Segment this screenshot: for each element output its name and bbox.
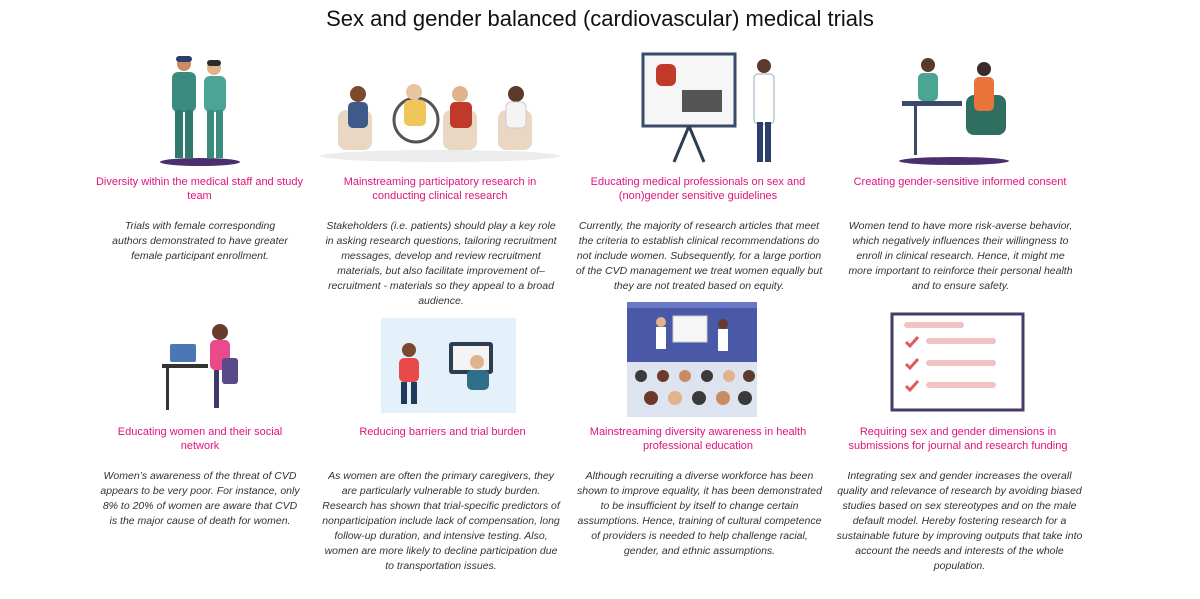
- item-heading: Reducing barriers and trial burden: [359, 426, 526, 438]
- checklist-illustration: [890, 312, 1025, 412]
- item-heading: Requiring sex and gender dimensions in s…: [848, 426, 1068, 452]
- item-heading: Creating gender-sensitive informed conse…: [853, 176, 1067, 188]
- item-text: Integrating sex and gender increases the…: [836, 470, 1083, 572]
- item-heading: Mainstreaming diversity awareness in hea…: [589, 426, 807, 452]
- item-heading: Mainstreaming participatory research in …: [343, 176, 537, 202]
- item-heading: Diversity within the medical staff and s…: [95, 176, 304, 202]
- lecture-audience-illustration: [627, 302, 757, 417]
- item-text: As women are often the primary caregiver…: [322, 470, 560, 572]
- page-title: Sex and gender balanced (cardiovascular)…: [326, 6, 874, 31]
- item-text: Trials with female corresponding authors…: [112, 220, 288, 262]
- group-discussion-illustration: [320, 84, 560, 162]
- item-text: Women tend to have more risk-averse beha…: [848, 220, 1073, 292]
- consultation-illustration: [899, 58, 1009, 165]
- medical-staff-illustration: [160, 56, 240, 166]
- presentation-board-illustration: [641, 52, 775, 163]
- item-heading: Educating medical professionals on sex a…: [590, 176, 806, 202]
- item-heading: Educating women and their social network: [117, 426, 283, 452]
- item-text: Stakeholders (i.e. patients) should play…: [325, 220, 557, 307]
- woman-laptop-illustration: [162, 324, 238, 410]
- item-text: Although recruiting a diverse workforce …: [577, 470, 822, 557]
- item-text: Women’s awareness of the threat of CVD a…: [100, 470, 300, 527]
- video-call-illustration: [381, 318, 516, 413]
- item-text: Currently, the majority of research arti…: [575, 220, 823, 292]
